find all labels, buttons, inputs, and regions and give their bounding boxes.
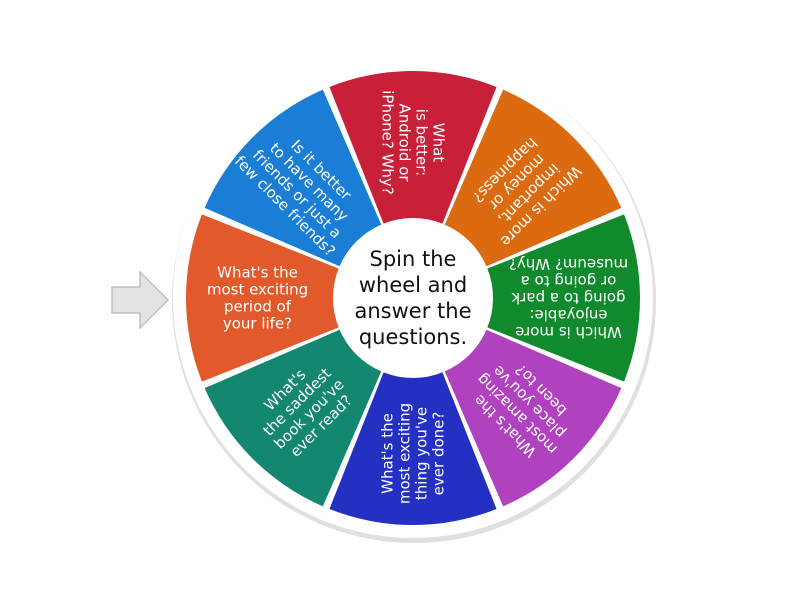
wheel-segment-8 bbox=[204, 327, 384, 507]
pointer-arrow-icon bbox=[111, 270, 170, 330]
segment-question-line: ever done? bbox=[430, 412, 448, 496]
center-instruction-line: questions. bbox=[359, 325, 467, 349]
segment-question-text: What's themost excitingthing you'veever … bbox=[379, 403, 448, 504]
wheel-hub[interactable] bbox=[333, 218, 493, 378]
wheel-segment-6 bbox=[442, 327, 622, 507]
wheel-segment-2 bbox=[204, 89, 384, 269]
segment-question-line: What bbox=[430, 123, 448, 163]
segment-question-line: What's the bbox=[379, 413, 397, 494]
segment-question-line: most exciting bbox=[396, 403, 414, 504]
wheel-segment-1 bbox=[185, 214, 345, 382]
segment-question-line: or going to a bbox=[521, 272, 617, 290]
segment-question-line: is better: bbox=[413, 109, 431, 176]
segment-label-5: Which is moreenjoyable:going to a parkor… bbox=[509, 255, 628, 341]
segment-label-7: What's themost excitingthing you'veever … bbox=[379, 403, 448, 504]
segment-question-text: Whatis better:Android oriPhone? Why? bbox=[379, 90, 448, 195]
wheel-segment-3 bbox=[329, 71, 497, 230]
segment-question-line: going to a park bbox=[511, 289, 625, 307]
segment-question-line: most exciting bbox=[207, 281, 308, 299]
segment-question-line: museum? Why? bbox=[509, 255, 628, 273]
segment-label-3: Whatis better:Android oriPhone? Why? bbox=[379, 90, 448, 195]
segment-question-line: period of bbox=[224, 298, 292, 316]
segment-question-text: Which is moreenjoyable:going to a parkor… bbox=[509, 255, 628, 341]
wheel-segment-4 bbox=[442, 89, 622, 269]
segment-question-line: Android or bbox=[396, 103, 414, 182]
wheel-segment-7 bbox=[329, 366, 497, 525]
center-instruction-line: wheel and bbox=[359, 273, 467, 297]
center-instruction-line: answer the bbox=[355, 299, 472, 323]
center-instruction-line: Spin the bbox=[370, 247, 457, 271]
segment-question-line: thing you've bbox=[413, 407, 431, 500]
segment-question-line: your life? bbox=[223, 315, 292, 333]
segment-question-line: iPhone? Why? bbox=[379, 90, 397, 195]
segment-question-line: Which is more bbox=[515, 323, 622, 341]
wheel-segment-5 bbox=[481, 214, 640, 382]
segment-question-line: enjoyable: bbox=[529, 306, 607, 324]
segment-question-line: What's the bbox=[217, 264, 298, 282]
